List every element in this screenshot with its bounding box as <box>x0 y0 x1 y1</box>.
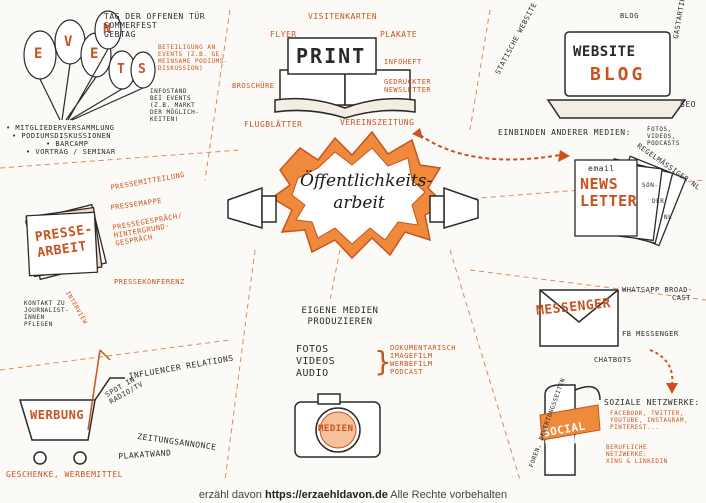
print-flugblaetter: FLUGBLÄTTER <box>244 120 303 129</box>
events-letter-e1: E <box>34 46 43 62</box>
website-blog: BLOG <box>590 64 646 85</box>
presse-kontakt: KONTAKT ZU JOURNALIST- INNEN PFLEGEN <box>24 300 70 328</box>
print-newsletter: GEDRUCKTER NEWSLETTER <box>384 78 431 94</box>
text-line: EVENTS (Z.B. GE- <box>158 51 224 58</box>
social-list: FACEBOOK, TWITTER, YOUTUBE, INSTAGRAM, P… <box>610 410 688 431</box>
text-line: (Z.B. MARKT <box>150 102 196 109</box>
events-item: • PODIUMSDISKUSSIONEN <box>12 132 112 140</box>
text-line: DER MÖGLICH- <box>150 109 200 116</box>
events-item: SOMMERFEST <box>104 21 158 30</box>
eigene-title: EIGENE MEDIEN PRODUZIEREN <box>290 306 390 328</box>
events-item: GEBTAG <box>104 30 136 39</box>
print-infoheft: INFOHEFT <box>384 58 422 66</box>
text-line: NETZWERKE: <box>606 451 648 458</box>
messenger-chatbots: CHATBOTS <box>594 356 632 364</box>
text-line: MEINSAME PODIUMS- <box>158 58 228 65</box>
text-line: VIDEOS, <box>647 133 676 140</box>
newsletter-email: email <box>588 164 615 173</box>
text-line: VIDEOS <box>296 356 336 367</box>
text-line: JOURNALIST- <box>24 307 70 314</box>
events-letter-e2: E <box>90 46 99 62</box>
print-vereinszeitung: VEREINSZEITUNG <box>340 118 415 127</box>
text-line: WHATSAPP BROAD- <box>622 286 693 294</box>
footer: erzähl davon https://erzaehldavon.de All… <box>0 489 706 501</box>
camera-medien: MEDIEN <box>318 424 354 434</box>
text-line: PRODUZIEREN <box>307 317 373 327</box>
print-plakate: PLAKATE <box>380 30 418 39</box>
text-line: FOTOS <box>296 344 329 355</box>
text-line: BEI EVENTS <box>150 95 192 102</box>
text-line: AUDIO <box>296 368 329 379</box>
print-visitenkarten: VISITENKARTEN <box>308 12 378 21</box>
text-line: INFOSTAND <box>150 88 188 95</box>
text-line: DISKUSSION) <box>158 65 204 72</box>
text-line: NEWSLETTER <box>384 86 432 94</box>
events-letter-t: T <box>117 62 126 77</box>
footer-url-link[interactable]: https://erzaehldavon.de <box>265 489 388 501</box>
eigene-right: DOKUMENTARISCH IMAGEFILM WERBEFILM PODCA… <box>390 344 456 376</box>
newsletter-title: NEWS LETTER <box>580 176 637 210</box>
center-title: Öffentlichkeits- arbeit <box>300 170 433 214</box>
text-line: FOTOS, <box>647 126 672 133</box>
text-line: PFLEGEN <box>24 321 53 328</box>
werbung-title: WERBUNG <box>30 408 85 422</box>
website-title: WEBSITE <box>573 44 636 60</box>
events-letter-s: S <box>138 62 147 77</box>
presse-item-4: PRESSEKONFERENZ <box>114 278 185 286</box>
text-line: LETTER <box>580 192 638 210</box>
text-line: FACEBOOK, TWITTER, <box>610 410 685 417</box>
events-item: • BARCAMP <box>46 140 89 148</box>
footer-url[interactable]: https://erzaehldavon.de <box>264 489 388 501</box>
text-line: KEITEN) <box>150 116 179 123</box>
messenger-whatsapp: WHATSAPP BROAD- CAST <box>622 286 693 302</box>
text-line: IMAGEFILM <box>390 352 433 360</box>
werbung-geschenke: GESCHENKE, WERBEMITTEL <box>6 470 123 479</box>
text-line: KONTAKT ZU <box>24 300 66 307</box>
events-letter-n: N <box>103 22 112 37</box>
text-line: GEDRUCKTER <box>384 78 432 86</box>
messenger-fb: FB MESSENGER <box>622 330 679 338</box>
print-broschuere: BROSCHÜRE <box>232 82 275 90</box>
text-line: NEWS <box>580 175 619 193</box>
print-title: PRINT <box>296 44 367 68</box>
events-list-bottom: • MITGLIEDERVERSAMMLUNG • PODIUMSDISKUSS… <box>6 124 116 156</box>
text-line: Öffentlichkeits- <box>300 171 433 191</box>
footer-pre: erzähl davon <box>198 489 262 501</box>
text-line: CAST <box>672 294 691 302</box>
text-line: DOKUMENTARISCH <box>390 344 457 352</box>
footer-post: Alle Rechte vorbehalten <box>390 489 508 501</box>
text-line: WERBEFILM <box>390 360 433 368</box>
social-beruf: BERUFLICHE NETZWERKE: XING & LINKEDIN <box>606 444 668 465</box>
events-item: • VORTRAG / SEMINAR <box>26 148 116 156</box>
brace-icon: } <box>374 345 392 378</box>
events-beteiligung: BETEILIGUNG AN EVENTS (Z.B. GE- MEINSAME… <box>158 44 228 72</box>
events-item: • MITGLIEDERVERSAMMLUNG <box>6 124 115 132</box>
newsletter-der: DER <box>652 198 665 205</box>
text-line: PODCASTS <box>647 140 680 147</box>
text-line: EIGENE MEDIEN <box>301 306 379 316</box>
website-seo: SEO <box>680 100 696 109</box>
text-line: XING & LINKEDIN <box>606 458 668 465</box>
text-line: PINTEREST... <box>610 424 660 431</box>
website-einbinden: EINBINDEN ANDERER MEDIEN: <box>498 128 631 137</box>
text-line: INNEN <box>24 314 45 321</box>
website-medien: FOTOS, VIDEOS, PODCASTS <box>647 126 680 147</box>
eigene-left: FOTOS VIDEOS AUDIO <box>296 344 335 380</box>
text-line: YOUTUBE, INSTAGRAM, <box>610 417 689 424</box>
events-item: TAG DER OFFENEN TÜR <box>104 12 206 21</box>
newsletter-nl: NL <box>664 214 673 221</box>
events-letter-v: V <box>64 34 73 50</box>
text-line: BETEILIGUNG AN <box>158 44 216 51</box>
newsletter-son: SON- <box>642 182 659 189</box>
text-line: arbeit <box>333 193 385 213</box>
website-blog-label: BLOG <box>620 12 639 20</box>
events-infostand: INFOSTAND BEI EVENTS (Z.B. MARKT DER MÖG… <box>150 88 199 123</box>
text-line: BERUFLICHE <box>606 444 648 451</box>
social-netzwerke: SOZIALE NETZWERKE: <box>604 398 700 407</box>
events-list-top: TAG DER OFFENEN TÜR SOMMERFEST GEBTAG <box>104 12 205 39</box>
text-line: PODCAST <box>390 368 424 376</box>
print-flyer: FLYER <box>270 30 297 39</box>
